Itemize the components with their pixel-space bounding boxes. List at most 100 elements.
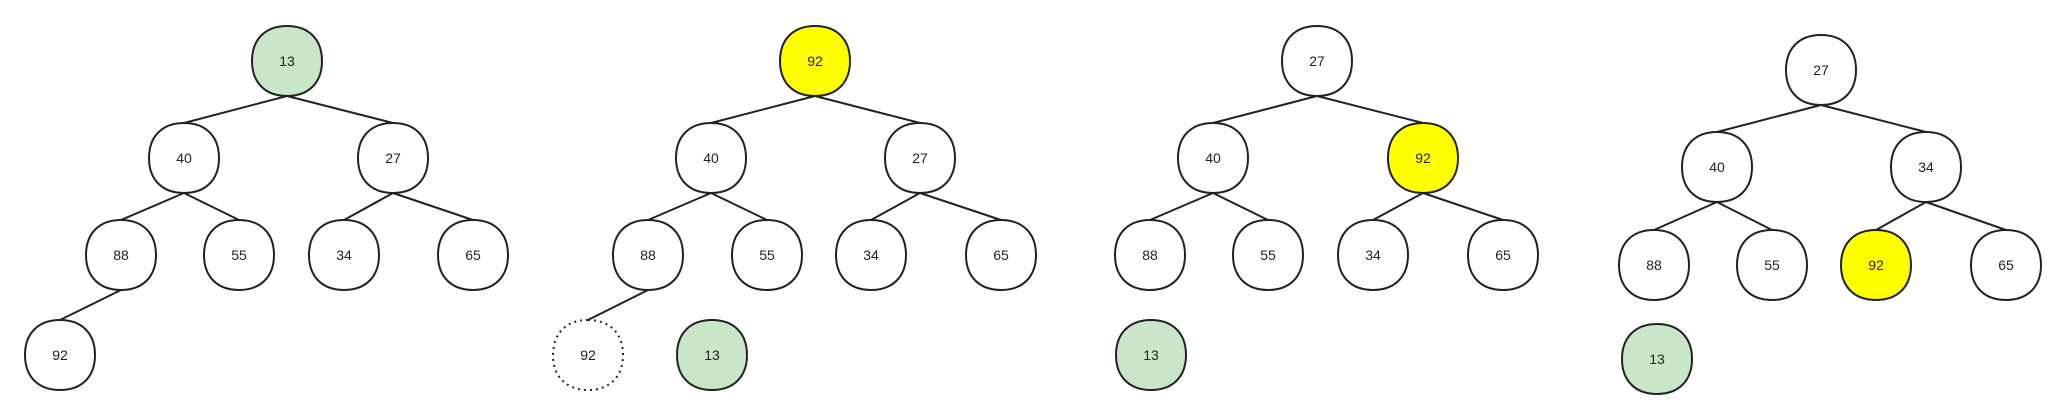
step-3-node-f-circle — [1336, 218, 1410, 292]
step-1-node-c: 27 — [356, 121, 430, 195]
step-1-node-h-circle — [23, 318, 97, 392]
step-3-node-c-circle — [1386, 121, 1460, 195]
step-4-node-c: 34 — [1889, 130, 1963, 204]
step-3-node-a: 27 — [1280, 24, 1354, 98]
step-3-node-f: 34 — [1336, 218, 1410, 292]
step-3-node-g-label: 65 — [1495, 247, 1511, 263]
step-2-node-c: 27 — [883, 121, 957, 195]
step-4-node-d: 88 — [1617, 228, 1691, 302]
step-2-node-h-circle — [551, 318, 625, 392]
step-3-edge-c-f — [1372, 192, 1424, 221]
step-1-node-e: 55 — [202, 218, 276, 292]
step-3-edge-a-b — [1212, 95, 1318, 124]
step-1-node-c-label: 27 — [385, 150, 401, 166]
edges-layer — [59, 95, 2007, 321]
step-2-node-g-label: 65 — [993, 247, 1009, 263]
step-3-node-a-circle — [1280, 24, 1354, 98]
step-2-edge-c-g — [919, 192, 1002, 221]
step-3-node-d-circle — [1113, 218, 1187, 292]
step-4-edge-c-g — [1925, 201, 2007, 231]
step-2-node-h-label: 92 — [580, 347, 596, 363]
step-3-node-g-circle — [1466, 218, 1540, 292]
step-2-node-f-label: 34 — [863, 247, 879, 263]
step-3-node-e-label: 55 — [1260, 247, 1276, 263]
step-3-node-x-circle — [1114, 318, 1188, 392]
step-2-node-g-circle — [964, 218, 1038, 292]
step-3-node-c-label: 92 — [1415, 150, 1431, 166]
step-4-node-e-circle — [1735, 228, 1809, 302]
step-4-node-d-circle — [1617, 228, 1691, 302]
step-2-node-h: 92 — [551, 318, 625, 392]
step-3-edge-c-g — [1422, 192, 1504, 221]
step-3-node-c: 92 — [1386, 121, 1460, 195]
step-2-edge-b-e — [710, 192, 768, 221]
step-2-node-b: 40 — [674, 121, 748, 195]
step-2-node-c-circle — [883, 121, 957, 195]
step-1-node-b-label: 40 — [176, 150, 192, 166]
step-1-node-d: 88 — [84, 218, 158, 292]
step-2-node-e-circle — [730, 218, 804, 292]
step-3-node-e-circle — [1231, 218, 1305, 292]
step-3-node-a-label: 27 — [1309, 53, 1325, 69]
step-2-node-b-circle — [674, 121, 748, 195]
step-4-edge-a-c — [1820, 104, 1927, 133]
step-1-edge-c-g — [392, 192, 474, 221]
step-4-node-f-circle — [1839, 228, 1913, 302]
step-2-node-a: 92 — [778, 24, 852, 98]
step-2-node-c-label: 27 — [912, 150, 928, 166]
step-4-node-e: 55 — [1735, 228, 1809, 302]
step-4-node-d-label: 88 — [1646, 257, 1662, 273]
step-4-node-g-label: 65 — [1998, 257, 2014, 273]
step-4-edge-b-e — [1716, 201, 1773, 231]
step-4-node-a-circle — [1784, 33, 1858, 107]
step-4-node-c-label: 34 — [1918, 159, 1934, 175]
step-2-node-d-label: 88 — [640, 247, 656, 263]
step-2-edge-c-f — [870, 192, 921, 221]
step-4-node-x-label: 13 — [1649, 351, 1665, 367]
step-3-edge-b-d — [1149, 192, 1214, 221]
step-1-node-g-label: 65 — [465, 247, 481, 263]
step-1-edge-a-c — [286, 95, 394, 124]
step-2-node-d-circle — [611, 218, 685, 292]
step-1-edge-a-b — [183, 95, 288, 124]
step-4-node-b-circle — [1680, 130, 1754, 204]
nodes-layer: 13 40 27 88 55 34 65 92 92 40 27 88 55 34 65 92 13 27 40 92… — [23, 24, 2043, 396]
step-2-node-d: 88 — [611, 218, 685, 292]
step-2-edge-a-c — [814, 95, 921, 124]
step-4-edge-a-b — [1716, 104, 1822, 133]
step-3-edge-b-e — [1212, 192, 1269, 221]
step-3-node-b: 40 — [1176, 121, 1250, 195]
step-4-node-b: 40 — [1680, 130, 1754, 204]
step-1-node-g-circle — [436, 218, 510, 292]
step-1-node-f: 34 — [307, 218, 381, 292]
step-1-node-a-label: 13 — [279, 53, 295, 69]
step-3-node-b-label: 40 — [1205, 150, 1221, 166]
step-3-node-d: 88 — [1113, 218, 1187, 292]
step-1-node-e-circle — [202, 218, 276, 292]
step-4-node-c-circle — [1889, 130, 1963, 204]
step-1-node-h-label: 92 — [52, 347, 68, 363]
step-1-node-h: 92 — [23, 318, 97, 392]
step-4-node-a-label: 27 — [1813, 62, 1829, 78]
step-1-node-a-circle — [250, 24, 324, 98]
step-1-node-b: 40 — [147, 121, 221, 195]
step-4-node-b-label: 40 — [1709, 159, 1725, 175]
step-2-node-b-label: 40 — [703, 150, 719, 166]
step-1-node-b-circle — [147, 121, 221, 195]
step-2-node-f: 34 — [834, 218, 908, 292]
step-3-edge-a-c — [1316, 95, 1424, 124]
step-4-edge-c-f — [1875, 201, 1927, 231]
step-2-node-f-circle — [834, 218, 908, 292]
step-1-node-f-label: 34 — [336, 247, 352, 263]
step-4-edge-b-d — [1653, 201, 1718, 231]
step-4-node-e-label: 55 — [1764, 257, 1780, 273]
step-2-node-a-circle — [778, 24, 852, 98]
step-2-node-a-label: 92 — [807, 53, 823, 69]
step-4-node-x-circle — [1620, 322, 1694, 396]
step-2-edge-d-h — [587, 289, 649, 321]
step-2-edge-b-d — [647, 192, 712, 221]
step-3-node-f-label: 34 — [1365, 247, 1381, 263]
step-2-node-x-label: 13 — [704, 347, 720, 363]
step-3-node-e: 55 — [1231, 218, 1305, 292]
